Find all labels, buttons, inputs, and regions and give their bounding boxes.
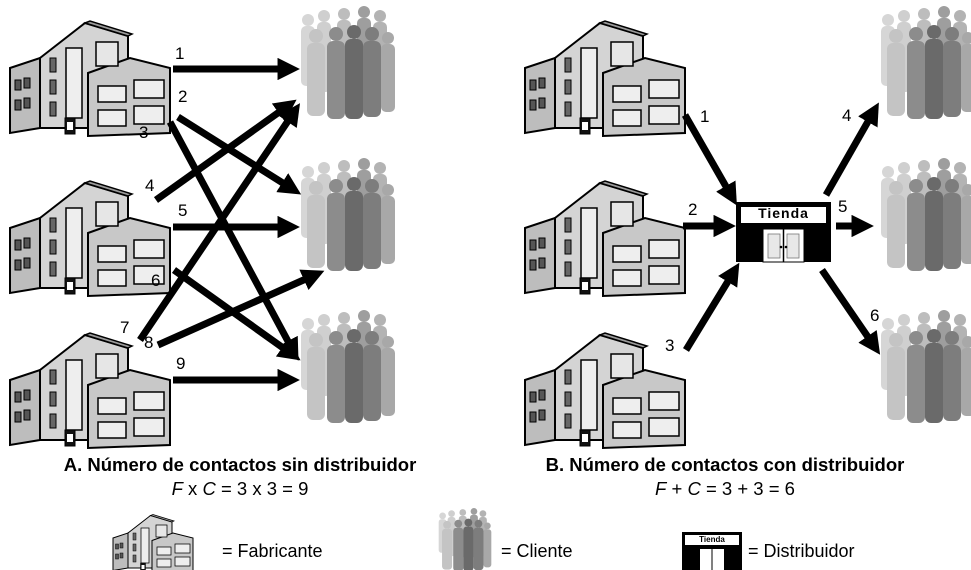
arrow-label-b-3: 3 (665, 336, 675, 355)
panel-b-manufacturer-1 (524, 20, 686, 137)
legend-distributor-label: = Distribuidor (748, 541, 855, 561)
arrow-label-b-6: 6 (870, 306, 880, 325)
arrow-b-4 (822, 102, 879, 197)
caption-b-op: + (666, 478, 688, 499)
arrow-b-1 (681, 113, 737, 206)
arrow-label-a-3: 3 (139, 123, 149, 142)
arrow-label-a-1: 1 (175, 44, 185, 63)
arrow-label-b-2: 2 (688, 200, 698, 219)
caption-a-title: A. Número de contactos sin distribuidor (63, 454, 417, 475)
caption-a-var-f: F (171, 478, 183, 499)
legend-customer-icon (438, 508, 492, 570)
caption-b-result: = 3 + 3 = 6 (700, 478, 795, 499)
arrow-label-b-5: 5 (838, 197, 848, 216)
panel-a-customer-3 (301, 310, 395, 423)
arrow-a-2 (176, 114, 302, 195)
store-sign: Tienda (758, 205, 809, 221)
panel-a-customer-1 (301, 6, 395, 119)
caption-a-op: x (182, 478, 203, 499)
arrow-b-3 (683, 262, 740, 352)
caption-b-equation: F + C = 3 + 3 = 6 (655, 478, 795, 499)
caption-b-var-f: F (655, 478, 667, 499)
panel-b-manufacturer-2 (524, 180, 686, 297)
arrow-label-a-8: 8 (144, 333, 154, 352)
arrow-label-b-1: 1 (700, 107, 710, 126)
arrow-label-a-6: 6 (151, 271, 161, 290)
arrow-a-8 (156, 269, 325, 349)
caption-a-equation: F x C = 3 x 3 = 9 (172, 478, 309, 499)
panel-b-customer-1 (881, 6, 971, 119)
arrow-label-a-9: 9 (176, 354, 186, 373)
legend-customer-label: = Cliente (501, 541, 573, 561)
legend-manufacturer-label: = Fabricante (222, 541, 323, 561)
arrow-a-7 (137, 103, 301, 342)
panel-b-manufacturer-3 (524, 332, 686, 449)
panel-b-customer-2 (881, 158, 971, 271)
legend-manufacturer-icon (112, 514, 194, 570)
caption-a-var-c: C (202, 478, 216, 499)
arrow-b-6 (819, 268, 881, 355)
caption-a: A. Número de contactos sin distribuidor … (20, 453, 460, 501)
panel-a-manufacturer-2 (9, 180, 171, 297)
arrow-label-a-7: 7 (120, 318, 130, 337)
panel-a-manufacturer-1 (9, 20, 171, 137)
panel-a-customer-2 (301, 158, 395, 271)
arrow-label-a-2: 2 (178, 87, 188, 106)
arrow-label-b-4: 4 (842, 106, 852, 125)
caption-a-result: = 3 x 3 = 9 (215, 478, 309, 499)
arrow-label-a-5: 5 (178, 201, 188, 220)
legend-distributor-sign: Tienda (699, 535, 725, 544)
arrow-a-3 (166, 120, 299, 361)
arrow-label-a-4: 4 (145, 176, 155, 195)
caption-b-var-c: C (687, 478, 701, 499)
legend-distributor-icon (682, 532, 742, 570)
arrow-a-4 (153, 99, 297, 203)
panel-b-customer-3 (881, 310, 971, 423)
caption-b-title: B. Número de contactos con distribuidor (545, 454, 905, 475)
caption-b: B. Número de contactos con distribuidor … (505, 453, 945, 501)
